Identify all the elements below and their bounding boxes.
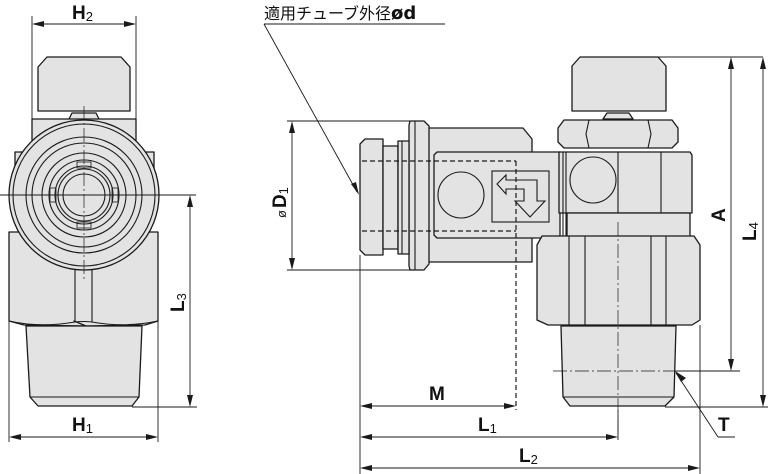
- l3-label: L3: [168, 293, 189, 312]
- h2-arrow-left: [32, 21, 44, 27]
- d1-arrow-bottom: [289, 258, 295, 270]
- l4-label: L4: [740, 222, 761, 241]
- dim-d1: øD1: [270, 120, 410, 271]
- flow-symbol-box: [491, 170, 550, 223]
- bonnet-collar: [566, 212, 691, 239]
- side-view: [0, 56, 196, 407]
- bonnet-window: [569, 156, 617, 204]
- dim-a: A: [657, 56, 763, 372]
- front-body-tab: [433, 151, 561, 239]
- a-arrow-top: [728, 57, 734, 69]
- front-knob-stem: [602, 112, 634, 120]
- t-leader: [675, 372, 719, 438]
- hex-bottom-curve: [8, 320, 159, 326]
- l1-arrow-right: [606, 434, 618, 440]
- dim-l3: L3: [132, 195, 197, 408]
- dim-horizontal-group: M L1 L2: [359, 255, 701, 474]
- dim-t: T: [675, 371, 735, 438]
- h2-arrow-right: [124, 21, 136, 27]
- lock-nut-faces: [585, 119, 652, 149]
- l1-arrow-left: [360, 434, 372, 440]
- l4-arrow-top: [760, 57, 766, 69]
- m-arrow-left: [360, 403, 372, 409]
- t-leader-arrow: [675, 371, 686, 382]
- front-thread: [560, 325, 677, 407]
- m-label: M: [429, 384, 445, 405]
- tube-od-annotation: 適用チューブ外径ød: [263, 3, 445, 195]
- front-flange: [408, 120, 430, 271]
- tube-od-leader: [263, 23, 358, 193]
- l2-arrow-right: [688, 465, 700, 471]
- dim-h2: H2: [31, 3, 137, 119]
- l2-arrow-left: [360, 465, 372, 471]
- d1-arrow-top: [289, 121, 295, 133]
- d1-label: øD1: [270, 187, 291, 218]
- tube-od-leader-arrow: [351, 182, 359, 195]
- side-thread: [25, 325, 143, 407]
- side-knob-cap: [37, 56, 131, 112]
- l4-arrow-bottom: [760, 395, 766, 407]
- h1-arrow-right: [146, 434, 158, 440]
- flow-direction-icon: [496, 173, 547, 218]
- l3-arrow-top: [187, 195, 193, 207]
- h1-arrow-left: [9, 434, 21, 440]
- indicator-window: [437, 171, 485, 219]
- tube-od-label: 適用チューブ外径ød: [264, 3, 416, 24]
- a-label: A: [709, 208, 730, 222]
- l1-label: L1: [478, 415, 497, 436]
- h1-label: H1: [72, 415, 93, 436]
- front-knob-cap: [571, 56, 667, 112]
- h2-label: H2: [72, 3, 93, 24]
- l2-label: L2: [519, 446, 538, 467]
- dim-l4: L4: [665, 57, 768, 408]
- front-hex-body: [536, 235, 701, 326]
- front-collet-end: [359, 138, 384, 256]
- dim-h1: H1: [8, 321, 159, 442]
- front-bonnet: [558, 151, 693, 214]
- t-label: T: [718, 415, 730, 436]
- front-lock-nut: [557, 119, 679, 149]
- front-view: [359, 56, 735, 440]
- a-arrow-bottom: [728, 359, 734, 371]
- l3-arrow-bottom: [187, 395, 193, 407]
- m-arrow-right: [504, 403, 516, 409]
- front-collet-ring: [397, 140, 410, 255]
